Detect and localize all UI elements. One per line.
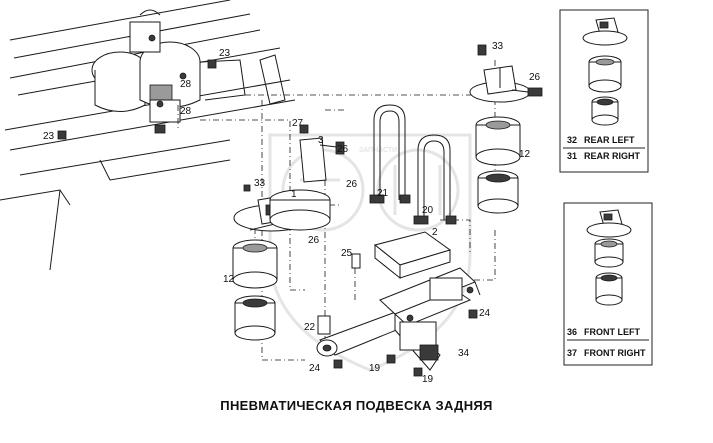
callout-26: 26	[308, 235, 320, 246]
spring-wedge	[373, 231, 452, 280]
legend-front-left-label: FRONT LEFT	[584, 327, 640, 337]
callout-28: 28	[180, 79, 192, 90]
callout-28: 28	[180, 106, 192, 117]
right-air-spring-stack	[469, 44, 543, 214]
left-air-spring-stack	[232, 124, 346, 341]
callout-26: 26	[529, 72, 541, 83]
callout-2: 2	[432, 227, 438, 238]
callout-24: 24	[309, 363, 321, 374]
callout-12: 12	[223, 274, 235, 285]
callout-20: 20	[422, 205, 434, 216]
legend-rear-left-label: REAR LEFT	[584, 135, 635, 145]
callout-34: 34	[458, 348, 470, 359]
trailing-arm	[316, 253, 481, 377]
callout-23: 23	[219, 48, 231, 59]
callout-12: 12	[519, 149, 531, 160]
assembly-guide-lines	[177, 60, 496, 361]
callout-26: 26	[337, 144, 349, 155]
watermark-text: ЗАПЧАСТИ	[359, 147, 397, 154]
callout-1: 1	[291, 189, 297, 200]
legend-rear-right-label: REAR RIGHT	[584, 151, 641, 161]
legend-front-box	[563, 202, 653, 366]
legend-rear-right-num: 31	[567, 151, 577, 161]
legend-rear-box	[559, 9, 649, 173]
legend-front-left-num: 36	[567, 327, 577, 337]
callout-24: 24	[479, 308, 491, 319]
callout-19: 19	[422, 374, 434, 385]
chassis-frame	[0, 0, 296, 271]
callout-23: 23	[43, 131, 55, 142]
callout-27: 27	[292, 118, 304, 129]
callout-19: 19	[369, 363, 381, 374]
part-callouts: 23 28 28 23 27 3 26 26 33 1 26 12 25 22 …	[43, 41, 541, 385]
callout-33: 33	[492, 41, 504, 52]
callout-26: 26	[346, 179, 358, 190]
legend-rear-left-num: 32	[567, 135, 577, 145]
diagram-title: ПНЕВМАТИЧЕСКАЯ ПОДВЕСКА ЗАДНЯЯ	[220, 398, 493, 413]
frame-spring-assembly	[57, 9, 246, 140]
callout-22: 22	[304, 322, 316, 333]
u-bolts	[369, 104, 457, 225]
legend-front-right-label: FRONT RIGHT	[584, 348, 646, 358]
legend-front-right-num: 37	[567, 348, 577, 358]
callout-3: 3	[318, 135, 324, 146]
callout-25: 25	[341, 248, 353, 259]
callout-33: 33	[254, 178, 266, 189]
callout-21: 21	[377, 188, 389, 199]
